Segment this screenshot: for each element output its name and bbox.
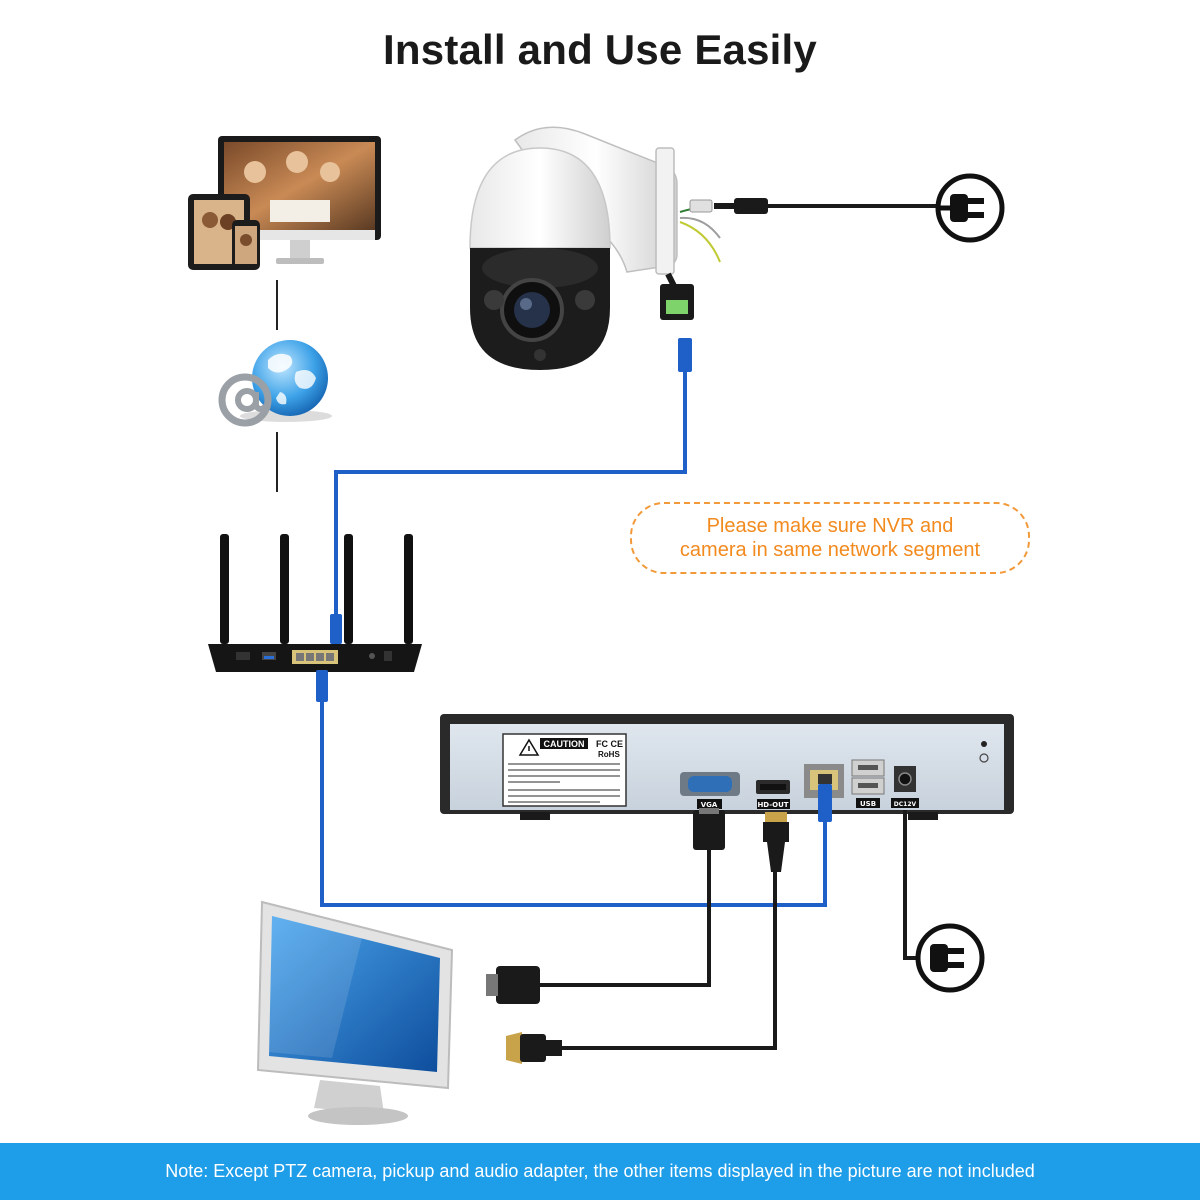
nvr-power-cable [903,810,920,960]
page-title: Install and Use Easily [383,26,817,73]
warning-triangle-icon [518,738,540,756]
nvr-cert-fc-ce: FC CE [596,739,623,749]
at-sign-icon [218,373,272,427]
callout-line-1: Please make sure NVR and [706,515,954,537]
power-plug-icon [935,173,1005,243]
hdmi-connector-monitor [506,1032,562,1064]
callout-line-2: camera in same network segment [679,539,981,561]
footer-note-bar: Note: Except PTZ camera, pickup and audi… [0,1143,1200,1200]
remote-viewing-devices [188,136,381,270]
hdmi-connector-nvr [763,812,789,872]
power-plug-icon [915,923,985,993]
footer-note: Note: Except PTZ camera, pickup and audi… [165,1161,1035,1181]
network-segment-callout: Please make sure NVR and camera in same … [630,502,1030,574]
ptz-camera [469,126,768,372]
nvr-recorder: CAUTION FC CE RoHS VGA HD-OUT [440,714,1014,822]
vga-connector-monitor [486,966,540,1004]
nvr-port-vga-label: VGA [701,801,718,809]
local-monitor [256,900,454,1125]
hdmi-cable [560,870,777,1050]
video-cables [540,840,777,1050]
nvr-cert-rohs: RoHS [598,750,620,759]
vga-cable [540,840,711,987]
nvr-port-hdmi-label: HD-OUT [757,801,788,809]
nvr-caution-label: CAUTION [544,739,585,749]
vga-connector-nvr [693,808,725,850]
router-to-nvr-cable [320,700,827,907]
network-cables [320,370,827,907]
router [208,534,422,702]
nvr-port-usb-label: USB [860,800,876,808]
nvr-port-dc-label: DC12V [894,801,917,808]
camera-to-router-cable [334,370,687,620]
